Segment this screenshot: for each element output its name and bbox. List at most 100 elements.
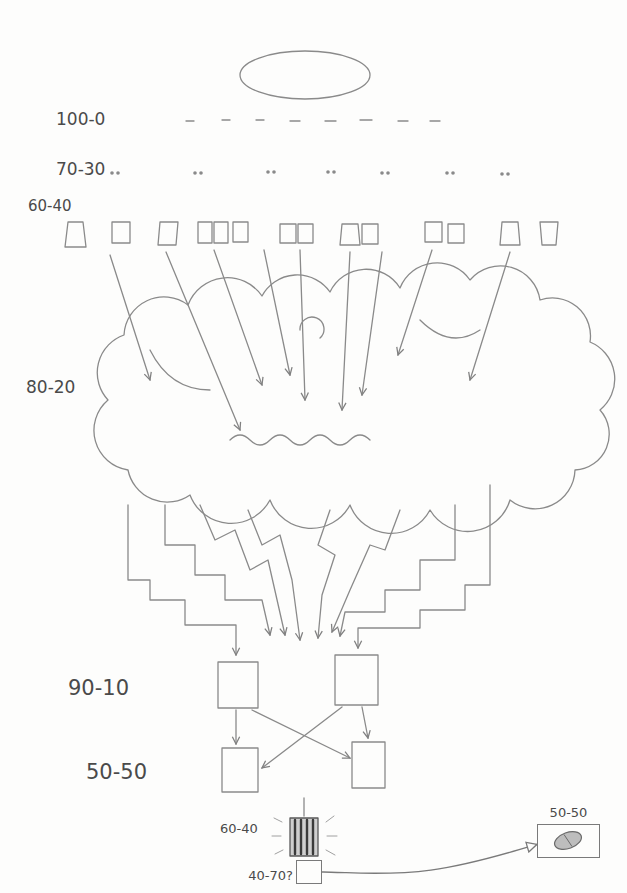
sketch-stroke <box>470 252 510 380</box>
sketch-stroke <box>425 222 442 242</box>
sketch-stroke <box>451 171 455 175</box>
sketch-stroke <box>290 818 318 856</box>
sketch-stroke <box>318 510 335 638</box>
sketch-stroke <box>248 510 300 640</box>
sketch-stroke <box>362 707 368 738</box>
stage-box <box>352 742 385 788</box>
sketch-stroke <box>110 171 114 175</box>
stage-box <box>218 662 258 708</box>
sketch-stroke <box>233 222 248 242</box>
sketch-stroke <box>303 798 304 816</box>
striped-block <box>272 798 337 856</box>
sketch-stroke <box>198 222 212 243</box>
sketch-stroke <box>186 120 194 121</box>
row-label: 100-0 <box>54 110 107 130</box>
sketch-stroke <box>112 222 130 243</box>
row-label: 70-30 <box>54 160 107 180</box>
jagged-flow <box>128 485 490 655</box>
row-label: 50-50 <box>84 760 149 784</box>
sketch-stroke <box>264 250 290 375</box>
node-label: 40-70? <box>248 869 293 884</box>
sketch-stroke <box>200 505 285 635</box>
sketch-stroke <box>280 224 296 243</box>
row-label: 60-40 <box>26 198 74 215</box>
sketch-stroke <box>65 222 86 247</box>
sketch-stroke <box>110 255 150 380</box>
sketch-stroke <box>448 224 464 243</box>
square-row <box>65 222 558 247</box>
dash-row <box>186 120 440 121</box>
sketch-stroke <box>262 707 342 768</box>
sketch-stroke <box>326 850 335 855</box>
sketch-stroke <box>214 250 262 385</box>
drop-arrow <box>110 250 510 430</box>
sketch-stroke <box>386 171 390 175</box>
sketch-stroke <box>430 120 440 121</box>
sketch-stroke <box>398 120 408 121</box>
sketch-stroke <box>362 224 378 244</box>
sketch-stroke <box>166 252 240 430</box>
sketch-stroke <box>290 120 300 121</box>
cloud-scribble <box>150 317 480 390</box>
sketch-stroke <box>327 836 337 837</box>
sketch-stroke <box>332 510 400 632</box>
sketch-stroke <box>222 119 230 120</box>
sketch-stroke <box>362 252 382 395</box>
cloud-scribble <box>230 435 370 445</box>
sketch-stroke <box>326 816 334 822</box>
small-box: 40-70? <box>248 860 322 884</box>
sketch-stroke <box>342 252 350 410</box>
sketch-stroke <box>300 250 305 400</box>
sketch-stroke <box>398 250 432 355</box>
sketch-stroke <box>294 820 296 854</box>
top-oval <box>240 51 370 99</box>
sketch-stroke <box>358 485 490 648</box>
sketch-stroke <box>300 820 302 854</box>
sketch-stroke <box>340 505 455 636</box>
pill-shape <box>552 828 584 853</box>
sketch-stroke <box>272 816 337 855</box>
sketch-stroke <box>445 171 449 175</box>
sketch-stroke <box>274 818 282 822</box>
sketch-stroke <box>325 120 336 121</box>
sketch-stroke <box>295 820 313 854</box>
stage-box <box>222 748 258 792</box>
row-label: 80-20 <box>24 378 77 398</box>
pill-box: 50-50 <box>537 806 600 858</box>
sketch-stroke <box>199 171 203 175</box>
sketch-stroke <box>193 171 197 175</box>
row-label: 90-10 <box>66 676 131 700</box>
arrow-connector <box>322 844 537 873</box>
sketch-stroke <box>116 171 120 175</box>
box-outline <box>296 860 322 884</box>
sketch-stroke <box>340 224 360 245</box>
sketch-stroke <box>272 170 276 174</box>
sketch-stroke <box>272 836 281 837</box>
node-label: 50-50 <box>550 806 588 821</box>
sketch-stroke <box>500 222 520 245</box>
box-outline <box>537 824 600 858</box>
sketch-stroke <box>214 222 228 243</box>
sketch-stroke <box>332 170 336 174</box>
sketch-stroke <box>360 119 372 120</box>
cloud <box>94 263 615 534</box>
pill-line <box>564 834 572 846</box>
stage-box <box>335 655 378 705</box>
dot-row <box>110 170 510 176</box>
sketch-stroke <box>266 170 270 174</box>
sketch-stroke <box>506 172 510 176</box>
sketch-stroke <box>235 710 236 744</box>
sketch-stroke <box>275 850 283 854</box>
sketch-stroke <box>128 505 236 655</box>
sketch-stroke <box>65 51 615 856</box>
sketch-stroke <box>326 170 330 174</box>
sketch-stroke <box>540 222 558 245</box>
sketch-stroke <box>252 710 350 758</box>
sketch-stroke <box>306 820 308 854</box>
sketch-stroke <box>256 119 264 120</box>
sketch-stroke <box>312 820 314 854</box>
sketch-stroke <box>500 172 504 176</box>
stage-arrow <box>236 707 368 768</box>
